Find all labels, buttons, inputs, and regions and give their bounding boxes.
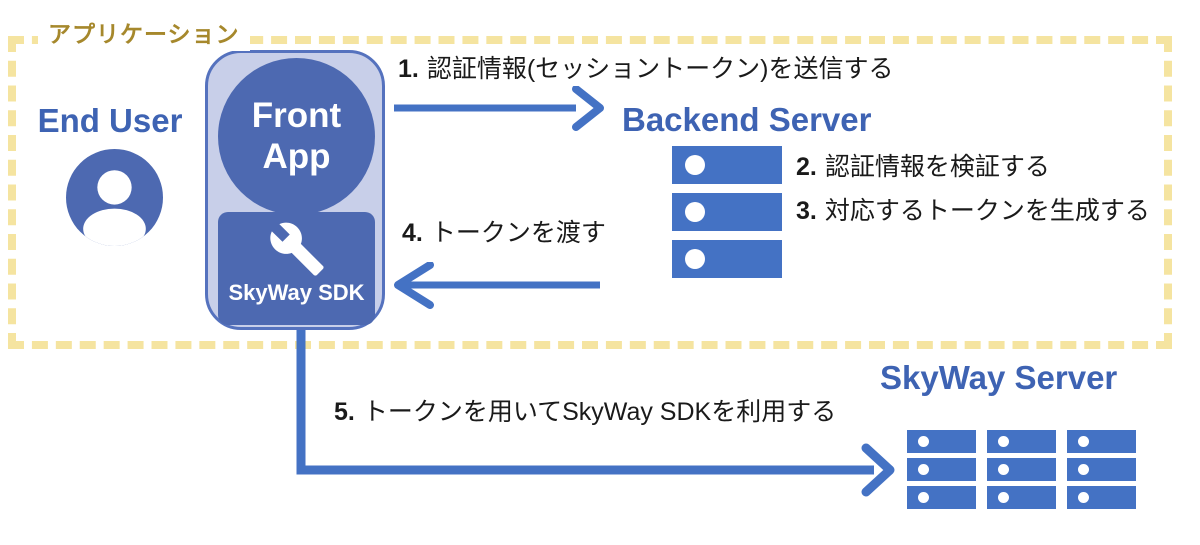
- server-cell: [1067, 458, 1136, 481]
- front-app-node: Front App: [218, 58, 375, 215]
- server-led: [685, 202, 705, 222]
- server-led: [918, 492, 929, 503]
- server-grid-icon: [907, 430, 1136, 509]
- server-row: [672, 193, 782, 231]
- server-led: [685, 249, 705, 269]
- skyway-server-title: SkyWay Server: [880, 359, 1118, 396]
- return-token-arrow: [394, 262, 600, 309]
- server-cell: [1067, 430, 1136, 453]
- wrench-icon: [269, 222, 324, 276]
- server-led: [918, 464, 929, 475]
- step-5-text: 5.トークンを用いてSkyWay SDKを利用する: [334, 398, 837, 426]
- server-led: [998, 436, 1009, 447]
- server-cell: [907, 430, 976, 453]
- send-credentials-arrow: [394, 86, 604, 131]
- front-app-label-line1: Front: [251, 96, 342, 136]
- use-sdk-arrow: [296, 330, 895, 497]
- server-stack-icon: [672, 146, 782, 287]
- application-boundary: [8, 36, 1172, 349]
- step-3-text: 3.対応するトークンを生成する: [796, 197, 1150, 225]
- server-led: [998, 464, 1009, 475]
- server-led: [685, 155, 705, 175]
- backend-server-title: Backend Server: [622, 101, 872, 138]
- step-2-text: 2.認証情報を検証する: [796, 153, 1050, 181]
- server-led: [998, 492, 1009, 503]
- front-app-label-line2: App: [262, 136, 331, 176]
- skyway-sdk-label: SkyWay SDK: [228, 280, 365, 305]
- server-led: [918, 436, 929, 447]
- server-row: [672, 146, 782, 184]
- server-cell: [907, 458, 976, 481]
- server-row: [672, 240, 782, 278]
- end-user-label: End User: [37, 102, 183, 139]
- server-led: [1078, 464, 1089, 475]
- server-led: [1078, 436, 1089, 447]
- person-icon: [66, 149, 163, 246]
- server-cell: [1067, 486, 1136, 509]
- application-boundary-label: アプリケーション: [38, 13, 250, 51]
- server-cell: [987, 458, 1056, 481]
- skyway-sdk-node: SkyWay SDK: [218, 212, 375, 325]
- step-4-text: 4.トークンを渡す: [402, 219, 606, 247]
- server-cell: [987, 486, 1056, 509]
- step-1-text: 1.認証情報(セッショントークン)を送信する: [398, 55, 894, 83]
- server-cell: [907, 486, 976, 509]
- server-cell: [987, 430, 1056, 453]
- server-led: [1078, 492, 1089, 503]
- front-app-container: Front App SkyWay SDK: [205, 50, 385, 330]
